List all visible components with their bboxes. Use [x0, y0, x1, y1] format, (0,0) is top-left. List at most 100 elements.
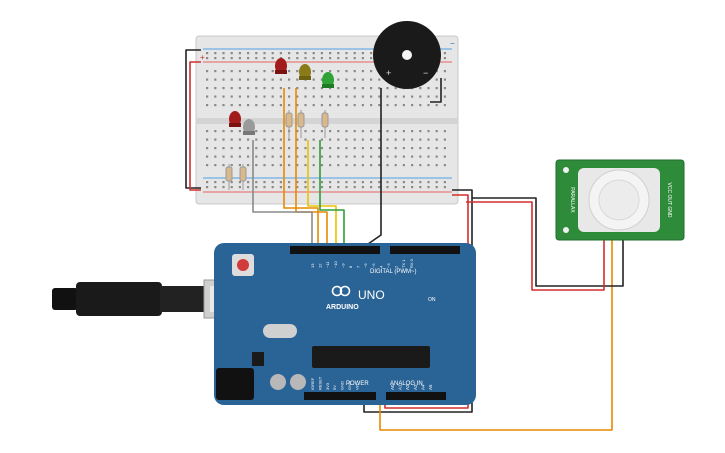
- breadboard-hole: [271, 164, 274, 167]
- sensor-side-right: VCC OUT GND: [666, 183, 672, 218]
- breadboard-hole: [304, 130, 307, 133]
- breadboard-hole: [370, 147, 373, 150]
- board-logo: ARDUINO: [326, 304, 359, 311]
- breadboard-hole: [296, 57, 299, 60]
- pin-label: GND: [347, 381, 352, 390]
- breadboard-hole: [337, 155, 340, 158]
- breadboard-hole: [370, 78, 373, 81]
- pin-label: A5: [428, 384, 433, 390]
- breadboard-hole: [386, 181, 389, 184]
- pin-label: A4: [420, 384, 425, 390]
- breadboard-hole: [230, 52, 233, 55]
- breadboard-hole: [304, 57, 307, 60]
- pin-label: RESET: [317, 376, 322, 390]
- breadboard-hole: [230, 95, 233, 98]
- breadboard-hole: [230, 138, 233, 141]
- breadboard-hole: [329, 130, 332, 133]
- breadboard-hole: [263, 87, 266, 90]
- breadboard-hole: [370, 87, 373, 90]
- breadboard-hole: [337, 104, 340, 107]
- breadboard-hole: [263, 78, 266, 81]
- breadboard-hole: [312, 70, 315, 73]
- breadboard-hole: [427, 155, 430, 158]
- pin-label: GND: [340, 381, 345, 390]
- breadboard-hole: [337, 78, 340, 81]
- breadboard-hole: [255, 130, 258, 133]
- breadboard-hole: [378, 104, 381, 107]
- breadboard-hole: [263, 147, 266, 150]
- breadboard-hole: [427, 147, 430, 150]
- pin-label: A3: [413, 384, 418, 390]
- breadboard-hole: [386, 186, 389, 189]
- breadboard-hole: [361, 78, 364, 81]
- board-digital-label: DIGITAL (PWM~): [370, 269, 417, 275]
- breadboard-hole: [411, 104, 414, 107]
- breadboard-hole: [304, 52, 307, 55]
- breadboard-hole: [402, 138, 405, 141]
- breadboard-hole: [443, 155, 446, 158]
- breadboard-hole: [353, 138, 356, 141]
- breadboard-hole: [271, 147, 274, 150]
- breadboard-hole: [230, 57, 233, 60]
- pin-label: ~6: [363, 263, 368, 268]
- breadboard-hole: [304, 164, 307, 167]
- breadboard-hole: [263, 57, 266, 60]
- breadboard-hole: [386, 104, 389, 107]
- led-red-left: [229, 111, 241, 127]
- breadboard-hole: [279, 155, 282, 158]
- breadboard-hole: [222, 155, 225, 158]
- breadboard-hole: [394, 130, 397, 133]
- breadboard-hole: [271, 87, 274, 90]
- breadboard-hole: [312, 181, 315, 184]
- breadboard-hole: [238, 186, 241, 189]
- breadboard-hole: [271, 78, 274, 81]
- breadboard-hole: [419, 155, 422, 158]
- breadboard-hole: [443, 70, 446, 73]
- breadboard-hole: [337, 95, 340, 98]
- breadboard-hole: [402, 164, 405, 167]
- breadboard-hole: [345, 78, 348, 81]
- breadboard-hole: [361, 130, 364, 133]
- breadboard-hole: [320, 186, 323, 189]
- breadboard-hole: [304, 87, 307, 90]
- breadboard-hole: [247, 52, 250, 55]
- pin-label: 5V: [332, 385, 337, 390]
- breadboard-hole: [378, 130, 381, 133]
- pin-label: TX 1: [401, 259, 406, 268]
- breadboard-hole: [361, 186, 364, 189]
- breadboard-hole: [222, 138, 225, 141]
- breadboard-hole: [320, 70, 323, 73]
- breadboard-hole: [345, 147, 348, 150]
- breadboard-hole: [329, 155, 332, 158]
- breadboard-hole: [247, 155, 250, 158]
- breadboard-hole: [288, 181, 291, 184]
- breadboard-hole: [312, 78, 315, 81]
- breadboard-hole: [329, 104, 332, 107]
- breadboard-hole: [214, 57, 217, 60]
- breadboard-hole: [206, 95, 209, 98]
- breadboard-hole: [296, 130, 299, 133]
- breadboard-hole: [222, 130, 225, 133]
- breadboard-hole: [214, 104, 217, 107]
- breadboard-hole: [271, 104, 274, 107]
- breadboard-hole: [378, 181, 381, 184]
- breadboard-hole: [378, 186, 381, 189]
- breadboard-hole: [402, 95, 405, 98]
- pin-label: Vin: [354, 384, 359, 390]
- breadboard-hole: [402, 147, 405, 150]
- breadboard-hole: [312, 155, 315, 158]
- breadboard-hole: [222, 78, 225, 81]
- breadboard-hole: [361, 138, 364, 141]
- breadboard-hole: [238, 95, 241, 98]
- breadboard-hole: [353, 52, 356, 55]
- breadboard-hole: [222, 147, 225, 150]
- breadboard-hole: [279, 95, 282, 98]
- breadboard-hole: [353, 70, 356, 73]
- breadboard-hole: [320, 78, 323, 81]
- breadboard-hole: [288, 57, 291, 60]
- breadboard-hole: [296, 147, 299, 150]
- breadboard-hole: [386, 95, 389, 98]
- breadboard-hole: [247, 186, 250, 189]
- breadboard-hole: [419, 104, 422, 107]
- breadboard-hole: [427, 186, 430, 189]
